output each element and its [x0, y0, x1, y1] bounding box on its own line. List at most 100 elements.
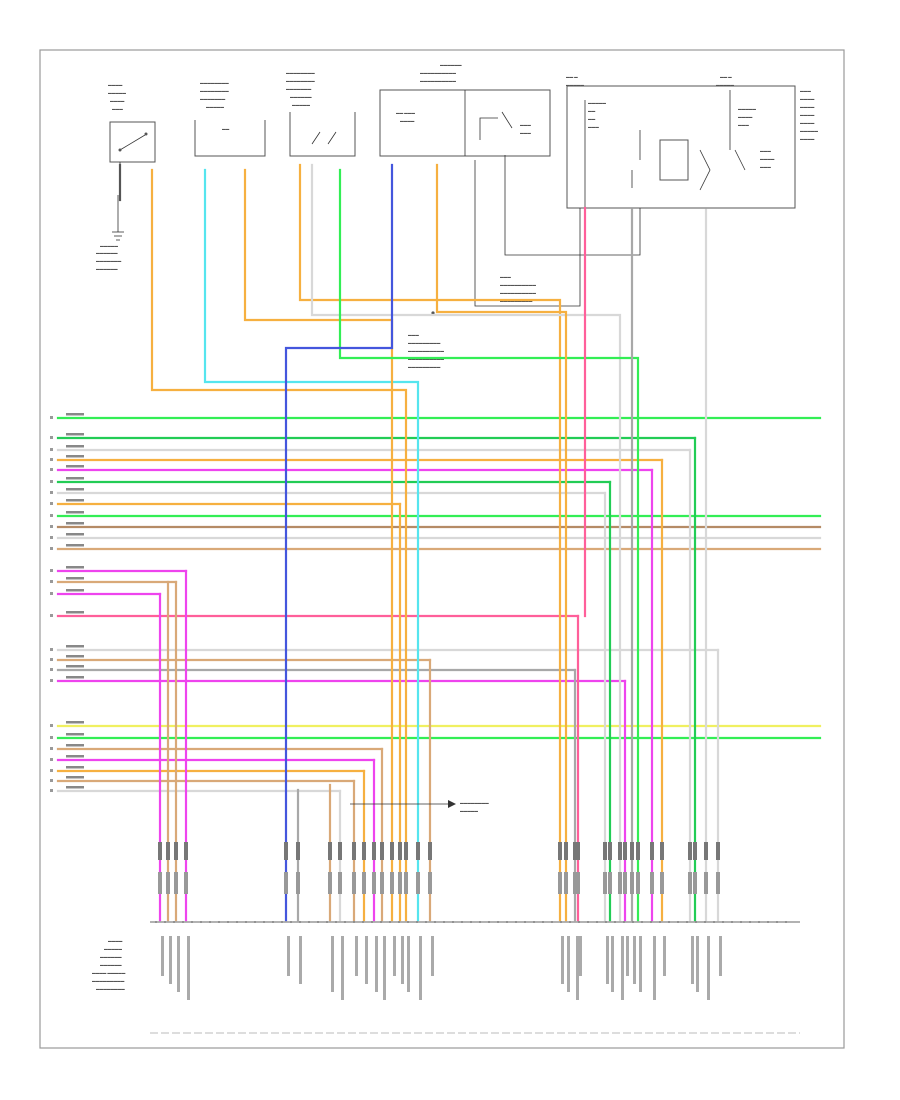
svg-text:▬▬▬▬▬: ▬▬▬▬▬ [292, 103, 310, 107]
module-terminal [317, 921, 319, 923]
svg-text:▬▬▬▬▬▬▬▬: ▬▬▬▬▬▬▬▬ [460, 801, 489, 805]
wire-color-code-27 [636, 872, 640, 894]
row-pin-20 [50, 679, 53, 682]
row-label-11 [66, 533, 84, 536]
svg-text:▬▬: ▬▬ [222, 127, 230, 131]
row-pin-8 [50, 502, 53, 505]
connector-pin-15 [404, 842, 408, 860]
module-pin-label-17 [431, 936, 434, 976]
connector-pin-9 [352, 842, 356, 860]
module-terminal [398, 921, 400, 923]
row-pin-26 [50, 779, 53, 782]
module-terminal [605, 921, 607, 923]
module-terminal [443, 921, 445, 923]
connector-pin-10 [362, 842, 366, 860]
splice-labels: ▬▬▬ ▬▬▬▬▬▬▬▬▬▬ ▬▬▬▬▬▬▬▬▬▬ ▬▬▬▬▬▬▬▬▬ ▬▬▬ … [408, 155, 641, 369]
sensor3-ref-wire [298, 163, 562, 922]
row-label-13 [66, 566, 84, 569]
row-pin-18 [50, 658, 53, 661]
connector-pin-11 [372, 842, 376, 860]
module-pin-label-15 [407, 936, 410, 992]
connector-pin-22 [603, 842, 607, 860]
svg-text:▬▬▬▬: ▬▬▬▬ [800, 113, 815, 117]
svg-text:▬▬▬: ▬▬▬ [408, 333, 419, 337]
svg-text:▬▬▬▬: ▬▬▬▬ [108, 83, 123, 87]
module-pin-label-22 [606, 936, 609, 984]
module-terminal [344, 921, 346, 923]
module-terminal [353, 921, 355, 923]
svg-text:▬▬▬▬▬▬▬▬▬: ▬▬▬▬▬▬▬▬▬ [408, 341, 441, 345]
svg-text:▬▬▬: ▬▬▬ [500, 275, 511, 279]
wire-color-code-17 [428, 872, 432, 894]
connector-pin-19 [564, 842, 568, 860]
svg-text:▬▬▬▬▬: ▬▬▬▬▬ [800, 129, 818, 133]
module-terminal [416, 921, 418, 923]
connector-pin-8 [338, 842, 342, 860]
module-pin-label-28 [653, 936, 656, 1000]
sensor3-low-wire [310, 163, 622, 922]
module-terminal [425, 921, 427, 923]
wire-color-code-18 [558, 872, 562, 894]
connector-pin-1 [158, 842, 162, 860]
row-pin-24 [50, 758, 53, 761]
svg-text:▬▬▬▬▬▬: ▬▬▬▬▬▬ [290, 95, 312, 99]
module-terminal [650, 921, 652, 923]
row-label-19 [66, 665, 84, 668]
svg-text:▬▬▬▬: ▬▬▬▬ [108, 939, 123, 943]
module-terminal [614, 921, 616, 923]
row-pin-9 [50, 514, 53, 517]
module-terminal [191, 921, 193, 923]
module-terminal [542, 921, 544, 923]
sensor2-ref-wire [243, 168, 394, 922]
row-label-14 [66, 577, 84, 580]
row-pin-14 [50, 580, 53, 583]
module-terminal [578, 921, 580, 923]
wire-color-code-11 [372, 872, 376, 894]
svg-text:▬▬▬▬: ▬▬▬▬ [800, 137, 815, 141]
module-terminal [164, 921, 166, 923]
wire-color-code-10 [362, 872, 366, 894]
module-pin-label-6 [299, 936, 302, 984]
row-label-17 [66, 645, 84, 648]
row-label-6 [66, 477, 84, 480]
module-terminal [209, 921, 211, 923]
row-label-23 [66, 744, 84, 747]
svg-text:▬▬▬▬▬▬▬: ▬▬▬▬▬▬▬ [96, 259, 122, 263]
svg-text:▬▬▬▬: ▬▬▬▬ [738, 115, 753, 119]
module-pin-label-33 [719, 936, 722, 976]
row-label-27 [66, 786, 84, 789]
module-pin-label-1 [161, 936, 164, 976]
harness-wires [56, 163, 822, 922]
svg-text:▬▬▬: ▬▬▬ [520, 131, 531, 135]
svg-text:▬▬▬▬▬: ▬▬▬▬▬ [566, 83, 584, 87]
module-terminal [254, 921, 256, 923]
row-label-9 [66, 511, 84, 514]
wire-color-code-32 [704, 872, 708, 894]
svg-text:▬▬▬▬▬: ▬▬▬▬▬ [104, 947, 122, 951]
connector-pin-27 [636, 842, 640, 860]
module-terminal [731, 921, 733, 923]
wire-color-code-24 [618, 872, 622, 894]
module-terminal [299, 921, 301, 923]
module-pin-label-31 [696, 936, 699, 992]
svg-text:▬▬▬: ▬▬▬ [520, 123, 531, 127]
svg-text:▬▬▬▬: ▬▬▬▬ [800, 105, 815, 109]
svg-text:▬▬▬▬▬: ▬▬▬▬▬ [738, 107, 756, 111]
svg-text:▬▬▬▬▬▬▬▬: ▬▬▬▬▬▬▬▬ [200, 89, 229, 93]
wire-color-code-16 [416, 872, 420, 894]
fuel-tank-module: ▬▬▬▬▬▬ ▬▬▬▬▬▬▬▬▬▬ ▬▬▬▬▬▬▬▬▬▬ ▬▬ ▬▬▬ ▬▬▬▬… [379, 63, 551, 157]
module-terminal [362, 921, 364, 923]
connector-pin-16 [416, 842, 420, 860]
row-label-4 [66, 455, 84, 458]
svg-text:▬▬▬: ▬▬▬ [760, 149, 771, 153]
svg-text:▬▬▬▬▬▬▬▬: ▬▬▬▬▬▬▬▬ [286, 71, 315, 75]
module-terminal [245, 921, 247, 923]
module-pin-label-4 [187, 936, 190, 1000]
row-label-7 [66, 488, 84, 491]
wire-color-code-20 [573, 872, 577, 894]
module-terminal [407, 921, 409, 923]
module-terminal [488, 921, 490, 923]
svg-text:▬▬▬▬▬▬▬▬: ▬▬▬▬▬▬▬▬ [96, 987, 125, 991]
wire-color-code-33 [716, 872, 720, 894]
module-terminal [749, 921, 751, 923]
